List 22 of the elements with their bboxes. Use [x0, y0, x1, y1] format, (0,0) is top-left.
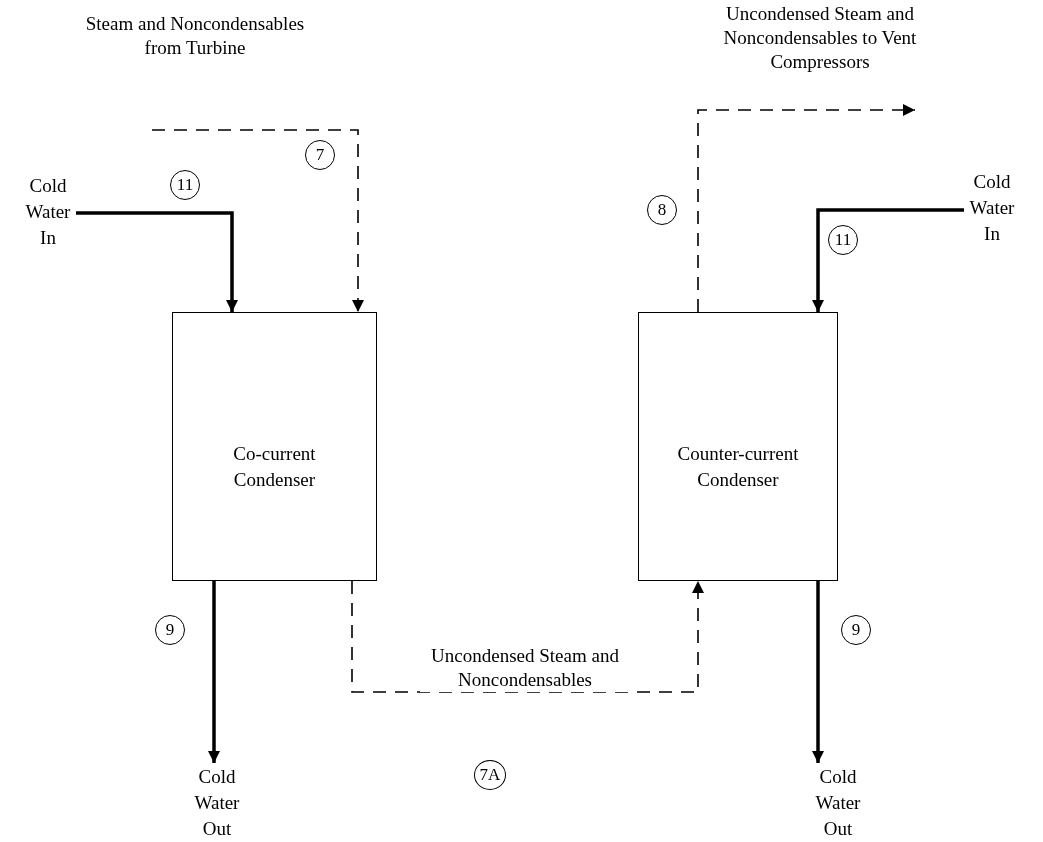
circled-stream-number: 7A: [474, 760, 506, 790]
circled-stream-number: 8: [647, 195, 677, 225]
flow-arrow: [812, 208, 964, 312]
circled-stream-number: 11: [170, 170, 200, 200]
stream-label: Steam and Noncondensables from Turbine: [84, 12, 306, 60]
stream-label: Uncondensed Steam and Noncondensables to Vent Compressors: [722, 2, 918, 74]
condenser-box: Co-current Condenser: [172, 312, 377, 581]
circled-stream-number: 11: [828, 225, 858, 255]
stream-label: Cold Water In: [968, 170, 1016, 246]
stream-label: Cold Water Out: [814, 765, 862, 841]
circled-stream-number: 9: [155, 615, 185, 645]
dashed-flow-arrow: [697, 104, 916, 313]
circled-stream-number: 7: [305, 140, 335, 170]
flow-arrow: [812, 581, 824, 763]
stream-label: Cold Water In: [24, 174, 72, 250]
dashed-flow-arrow: [151, 129, 364, 313]
flow-arrow: [208, 581, 220, 763]
flow-arrow: [76, 211, 238, 312]
condenser-box: Counter-current Condenser: [638, 312, 838, 581]
stream-label: Cold Water Out: [193, 765, 241, 841]
circled-stream-number: 9: [841, 615, 871, 645]
dashed-flow-arrow: [351, 580, 704, 693]
